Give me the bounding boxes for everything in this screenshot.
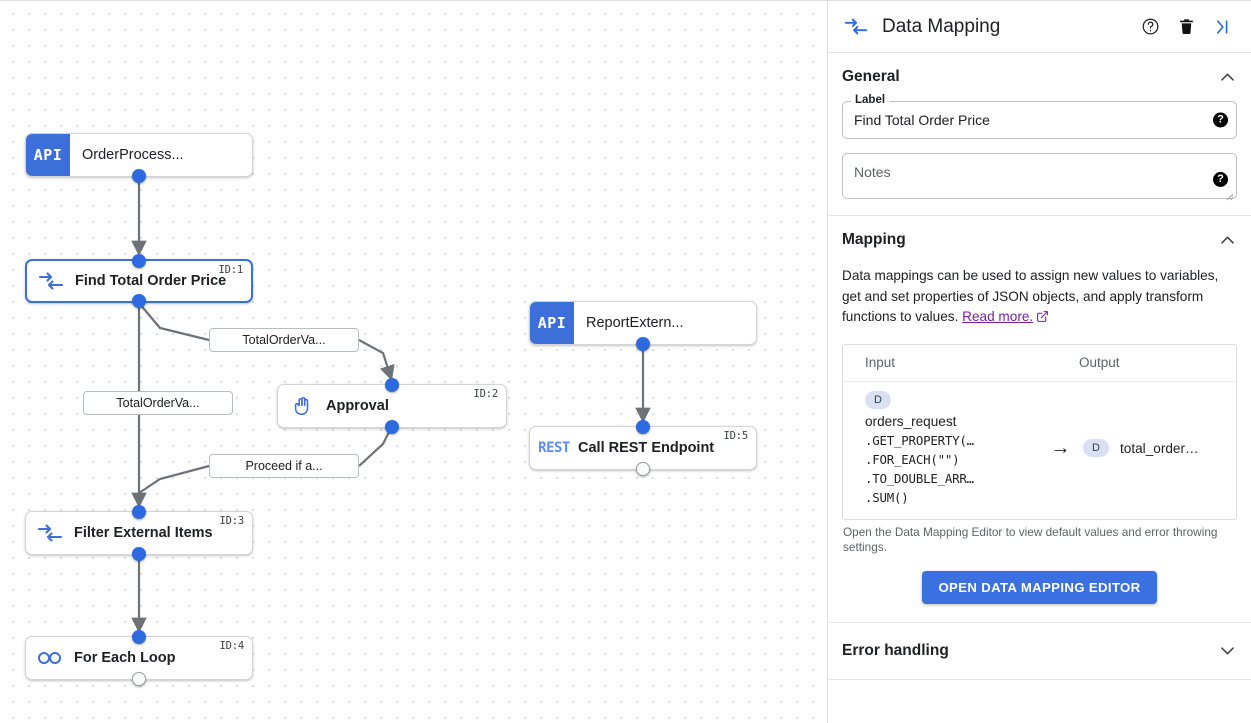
panel-title: Data Mapping (882, 15, 1001, 37)
chevron-down-icon[interactable] (1218, 641, 1237, 660)
input-transform-3: .TO_DOUBLE_ARR… (865, 470, 974, 486)
node-output-port[interactable] (132, 294, 146, 308)
workflow-node-approval[interactable]: Approval ID:2 (277, 378, 507, 434)
chevron-up-icon[interactable] (1218, 68, 1237, 87)
mapping-button-row: OPEN DATA MAPPING EDITOR (842, 555, 1237, 622)
label-help-icon[interactable]: ? (1213, 112, 1228, 128)
edge-label[interactable]: TotalOrderVa... (209, 328, 359, 352)
mapping-input-cell: D orders_request .GET_PROPERTY(… .FOR_EA… (843, 390, 1038, 507)
data-mapping-icon (27, 272, 75, 290)
edge-label[interactable]: TotalOrderVa... (83, 391, 233, 415)
open-data-mapping-editor-button[interactable]: OPEN DATA MAPPING EDITOR (922, 570, 1157, 604)
node-title: OrderProcess... (82, 147, 184, 163)
mapping-table: Input Output D orders_request .GET_PROPE… (842, 343, 1237, 520)
node-id-tag: ID:1 (218, 264, 244, 276)
node-id-tag: ID:5 (723, 430, 749, 442)
node-input-port[interactable] (132, 254, 146, 268)
input-transform-1: .GET_PROPERTY(… (865, 432, 974, 448)
section-title: Error handling (842, 641, 949, 659)
node-output-port[interactable] (132, 169, 146, 183)
label-field-caption: Label (851, 94, 890, 107)
section-error-handling-header[interactable]: Error handling (842, 623, 1237, 679)
data-mapping-icon (26, 524, 74, 542)
hand-approval-icon (278, 395, 326, 417)
output-variable-name: total_order… (1120, 440, 1199, 456)
trash-icon[interactable] (1171, 12, 1201, 42)
input-type-chip: D (865, 390, 891, 409)
workflow-node-filter-external-items[interactable]: Filter External Items ID:3 (25, 505, 253, 561)
edge-label[interactable]: Proceed if a... (209, 454, 359, 478)
workflow-node-reportextern[interactable]: API ReportExtern... (529, 301, 757, 351)
workflow-node-call-rest-endpoint[interactable]: REST Call REST Endpoint ID:5 (529, 420, 757, 476)
panel-header: Data Mapping (828, 1, 1251, 53)
node-title: Call REST Endpoint (578, 440, 715, 456)
node-output-port[interactable] (636, 462, 650, 476)
input-transform-4: .SUM() (865, 489, 909, 505)
section-general: General Find Total Order Price Label ? N… (828, 53, 1251, 216)
node-id-tag: ID:3 (219, 515, 245, 527)
properties-panel: Data Mapping General Find Total Or (828, 0, 1251, 723)
mapping-table-header: Input Output (843, 345, 1236, 382)
input-variable-name: orders_request (865, 413, 957, 429)
notes-textarea[interactable]: Notes (842, 153, 1237, 199)
notes-resize-handle[interactable] (1225, 188, 1234, 201)
data-mapping-icon (844, 18, 868, 35)
collapse-panel-icon[interactable] (1207, 12, 1237, 42)
mapping-description: Data mappings can be used to assign new … (842, 264, 1237, 344)
section-mapping: Mapping Data mappings can be used to ass… (828, 216, 1251, 623)
read-more-link[interactable]: Read more. (962, 309, 1034, 324)
label-field-wrapper: Find Total Order Price Label ? (842, 94, 1237, 139)
workflow-node-orderprocess[interactable]: API OrderProcess... (25, 133, 253, 183)
node-title: Find Total Order Price (75, 273, 227, 289)
mapping-output-cell: D total_order… (1083, 439, 1236, 457)
workflow-node-find-total-order-price[interactable]: Find Total Order Price ID:1 (25, 254, 253, 308)
external-link-icon[interactable] (1036, 309, 1049, 330)
chevron-up-icon[interactable] (1218, 231, 1237, 250)
node-title: For Each Loop (74, 650, 176, 666)
node-id-tag: ID:2 (473, 388, 499, 400)
node-title: Approval (326, 398, 389, 414)
node-input-port[interactable] (385, 378, 399, 392)
section-mapping-header[interactable]: Mapping (842, 216, 1237, 264)
input-transform-2: .FOR_EACH("") (865, 451, 960, 467)
mapping-table-row[interactable]: D orders_request .GET_PROPERTY(… .FOR_EA… (843, 382, 1236, 519)
node-title: ReportExtern... (586, 315, 684, 331)
node-output-port[interactable] (385, 420, 399, 434)
notes-help-icon[interactable]: ? (1213, 172, 1228, 187)
node-input-port[interactable] (132, 630, 146, 644)
api-badge: API (530, 302, 574, 344)
node-output-port[interactable] (132, 547, 146, 561)
workflow-canvas[interactable]: API OrderProcess... Find Total Order Pri… (0, 0, 828, 723)
mapping-arrow-icon: → (1050, 436, 1071, 459)
section-title: General (842, 68, 900, 85)
node-input-port[interactable] (636, 420, 650, 434)
node-id-tag: ID:4 (219, 640, 245, 652)
column-header-input: Input (865, 355, 896, 370)
section-error-handling: Error handling (828, 623, 1251, 680)
label-input[interactable]: Find Total Order Price (842, 101, 1237, 139)
column-header-output: Output (1079, 355, 1120, 370)
help-circle-icon[interactable] (1135, 12, 1165, 42)
loop-icon (26, 650, 74, 666)
node-title: Filter External Items (74, 525, 213, 541)
node-input-port[interactable] (132, 505, 146, 519)
mapping-table-note: Open the Data Mapping Editor to view def… (843, 524, 1218, 554)
mapping-description-text: Data mappings can be used to assign new … (842, 268, 1219, 324)
rest-badge: REST (538, 440, 570, 456)
notes-field-wrapper: Notes ? (842, 153, 1237, 201)
label-field-value: Find Total Order Price (854, 112, 990, 128)
api-badge: API (26, 134, 70, 176)
workflow-edges (131, 177, 651, 634)
node-output-port[interactable] (636, 337, 650, 351)
notes-placeholder: Notes (854, 164, 891, 180)
output-type-chip: D (1083, 439, 1109, 457)
workflow-node-for-each-loop[interactable]: For Each Loop ID:4 (25, 630, 253, 686)
section-title: Mapping (842, 231, 906, 248)
node-output-port[interactable] (132, 672, 146, 686)
section-general-header[interactable]: General (842, 53, 1237, 101)
